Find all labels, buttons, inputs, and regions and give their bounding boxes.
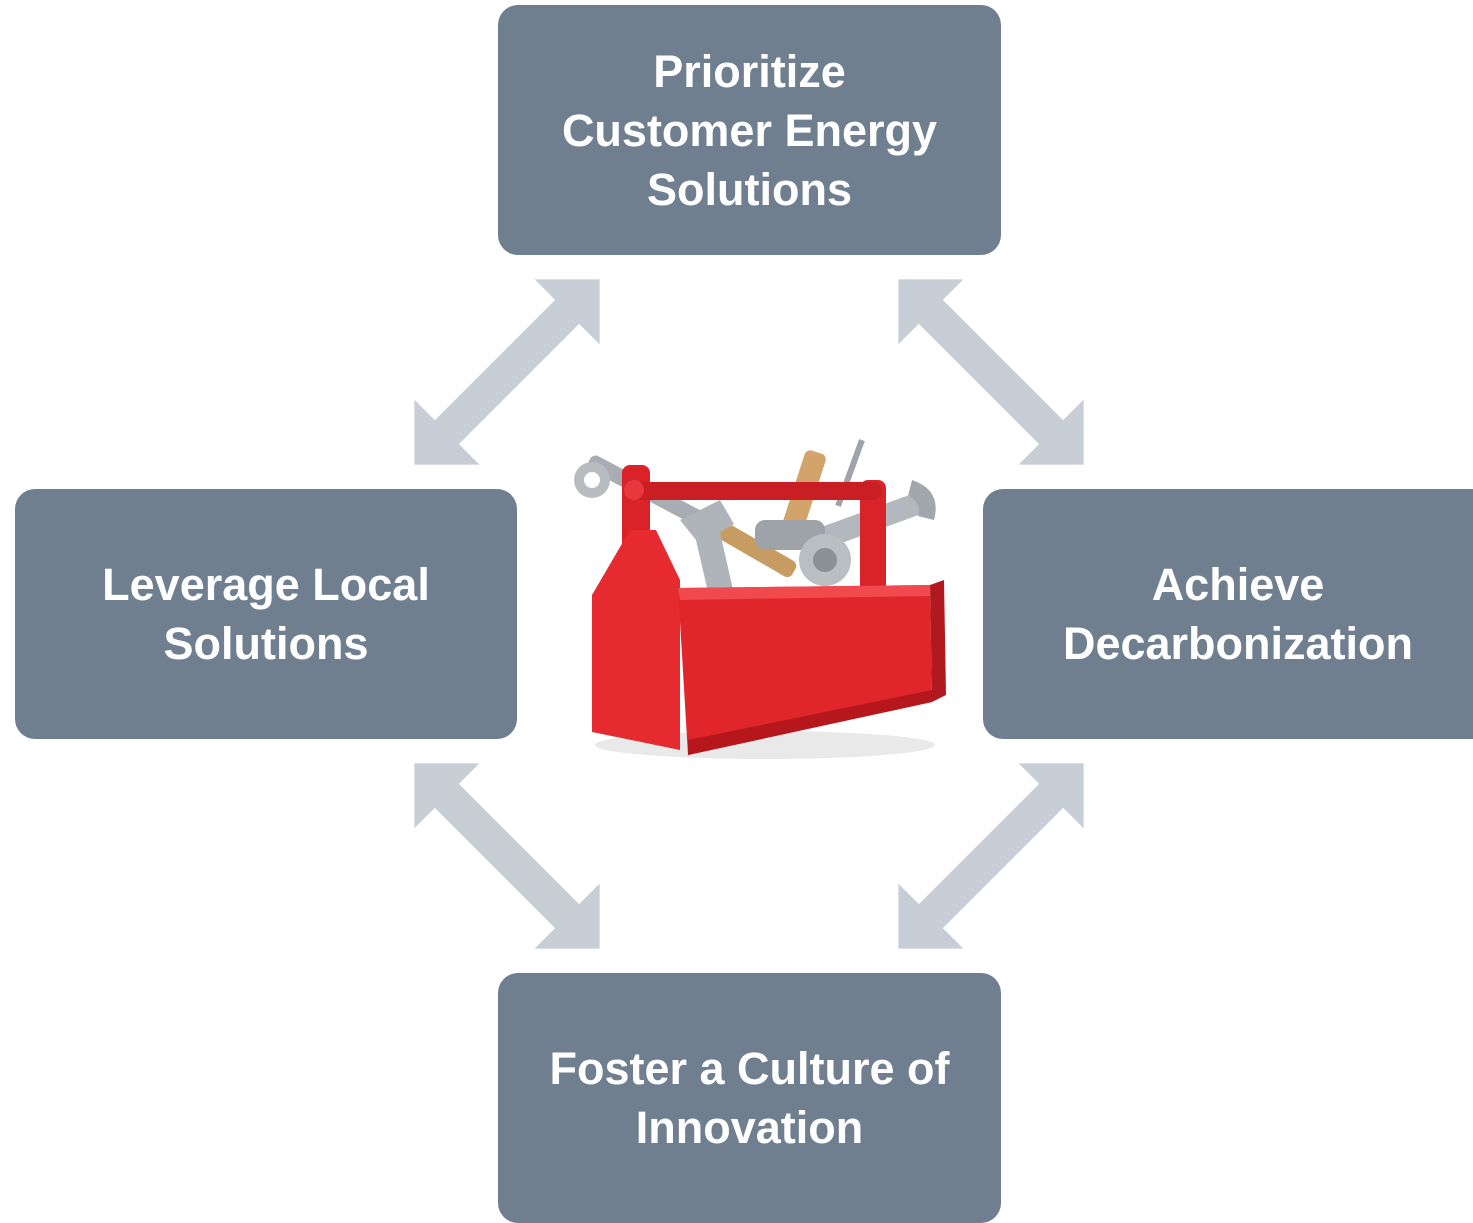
arrow-bottom-right	[898, 763, 1084, 949]
node-label: Leverage Local Solutions	[102, 559, 430, 669]
toolbox-icon	[574, 439, 946, 759]
node-label: Prioritize Customer Energy Solutions	[561, 45, 938, 215]
node-leverage-local-solutions: Leverage Local Solutions	[15, 489, 517, 739]
node-foster-culture-of-innovation: Foster a Culture of Innovation	[498, 973, 1001, 1223]
node-label: Foster a Culture of Innovation	[549, 1043, 950, 1153]
arrow-top-right	[898, 279, 1084, 465]
arrow-top-left	[414, 279, 600, 465]
node-label: Achieve Decarbonization	[1062, 559, 1414, 669]
node-achieve-decarbonization: Achieve Decarbonization	[983, 489, 1473, 739]
arrow-bottom-left	[414, 763, 600, 949]
node-prioritize-customer-energy-solutions: Prioritize Customer Energy Solutions	[498, 5, 1001, 255]
